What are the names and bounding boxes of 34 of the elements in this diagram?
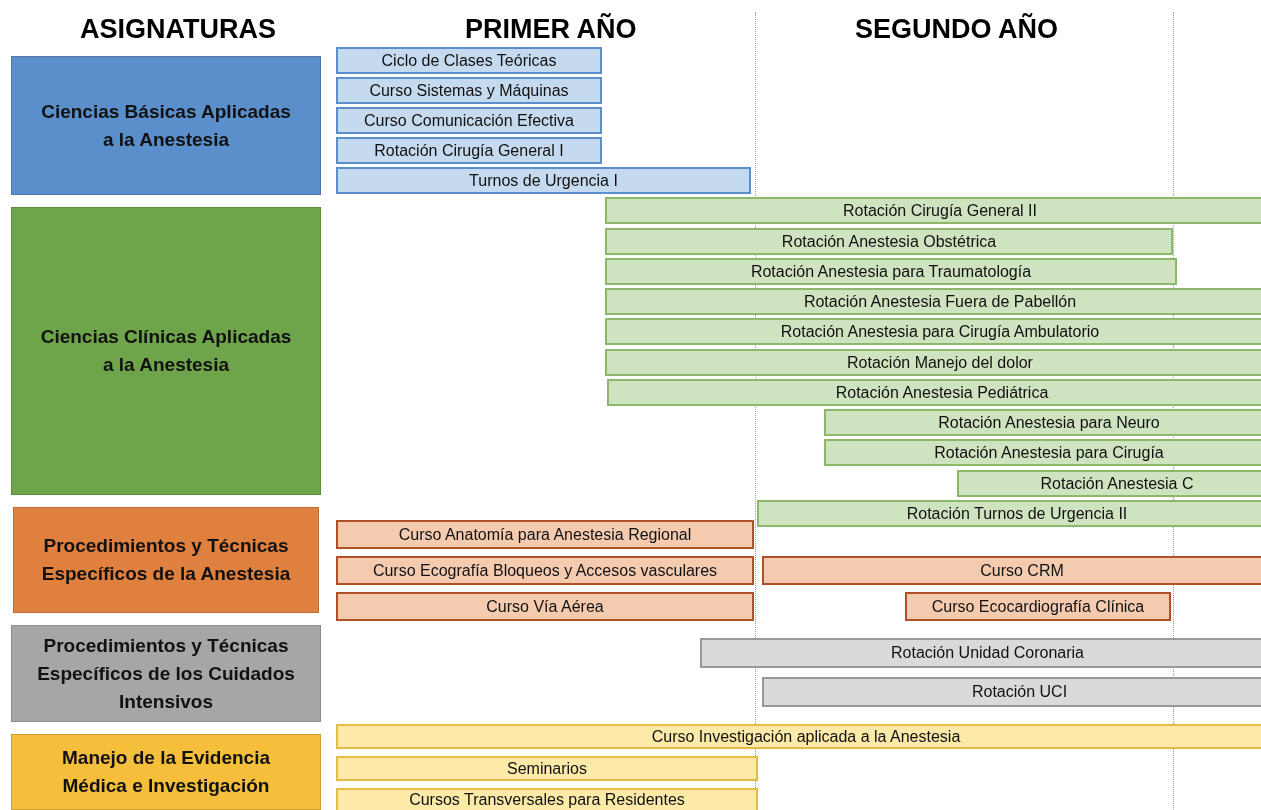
course-bar: Rotación Cirugía General I xyxy=(336,137,602,164)
course-bar: Rotación Anestesia para Neuro xyxy=(824,409,1261,436)
course-bar: Rotación Anestesia Pediátrica xyxy=(607,379,1261,406)
course-bar: Rotación Anestesia para Traumatología xyxy=(605,258,1177,285)
course-bar: Rotación Anestesia para Cirugía xyxy=(824,439,1261,466)
course-bar: Rotación UCI xyxy=(762,677,1261,707)
column-header: SEGUNDO AÑO xyxy=(855,14,1058,45)
course-bar: Curso Ecografía Bloqueos y Accesos vasculares xyxy=(336,556,754,585)
category-box: Ciencias Básicas Aplicadas a la Anestesia xyxy=(11,56,321,195)
course-bar: Rotación Anestesia C xyxy=(957,470,1261,497)
course-bar: Curso Vía Aérea xyxy=(336,592,754,621)
course-bar: Turnos de Urgencia I xyxy=(336,167,751,194)
course-bar: Rotación Anestesia para Cirugía Ambulatorio xyxy=(605,318,1261,345)
course-bar: Curso Anatomía para Anestesia Regional xyxy=(336,520,754,549)
course-bar: Curso Comunicación Efectiva xyxy=(336,107,602,134)
category-box: Manejo de la Evidencia Médica e Investigación xyxy=(11,734,321,810)
course-bar: Rotación Anestesia Fuera de Pabellón xyxy=(605,288,1261,315)
course-bar: Rotación Cirugía General II xyxy=(605,197,1261,224)
course-bar: Rotación Unidad Coronaria xyxy=(700,638,1261,668)
category-box: Ciencias Clínicas Aplicadas a la Anestesia xyxy=(11,207,321,495)
column-header: PRIMER AÑO xyxy=(465,14,637,45)
category-box: Procedimientos y Técnicas Específicos de los Cuidados Intensivos xyxy=(11,625,321,722)
course-bar: Cursos Transversales para Residentes xyxy=(336,788,758,810)
course-bar: Seminarios xyxy=(336,756,758,781)
course-bar: Rotación Anestesia Obstétrica xyxy=(605,228,1173,255)
course-bar: Curso Sistemas y Máquinas xyxy=(336,77,602,104)
course-bar: Rotación Manejo del dolor xyxy=(605,349,1261,376)
course-bar: Ciclo de Clases Teóricas xyxy=(336,47,602,74)
course-bar: Curso Investigación aplicada a la Anestesia xyxy=(336,724,1261,749)
category-box: Procedimientos y Técnicas Específicos de la Anestesia xyxy=(13,507,319,613)
course-bar: Rotación Turnos de Urgencia II xyxy=(757,500,1261,527)
course-bar: Curso CRM xyxy=(762,556,1261,585)
column-header: ASIGNATURAS xyxy=(80,14,276,45)
course-bar: Curso Ecocardiografía Clínica xyxy=(905,592,1171,621)
